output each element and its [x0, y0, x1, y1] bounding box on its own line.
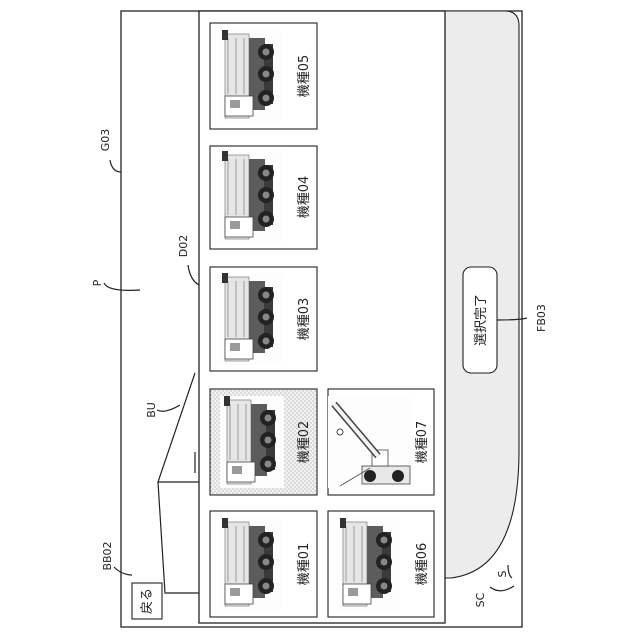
back-button[interactable]: 戻る [132, 583, 162, 619]
confirm-selection-button[interactable]: 選択完了 [463, 267, 497, 373]
svg-text:戻る: 戻る [140, 588, 155, 614]
model-card-06[interactable]: 機種06 [328, 511, 434, 617]
model-label: 機種05 [296, 55, 312, 98]
model-label: 機種04 [296, 176, 312, 219]
leader-d02 [188, 265, 199, 285]
leader-sc [490, 586, 514, 591]
model-card-01[interactable]: 機種01 [210, 511, 317, 617]
ref-label-d02: D02 [177, 235, 190, 257]
svg-text:選択完了: 選択完了 [474, 294, 489, 346]
model-label: 機種01 [296, 543, 312, 586]
ref-label-sc: SC [474, 592, 487, 607]
ref-label-bb02: BB02 [101, 541, 114, 570]
ref-label-g03: G03 [99, 129, 112, 152]
leader-p [104, 283, 140, 290]
perspective-line-lower [158, 482, 199, 593]
model-label: 機種07 [414, 421, 430, 464]
ref-label-bu: BU [145, 402, 158, 418]
leader-bb02 [114, 567, 132, 575]
leader-bu [157, 405, 180, 411]
ref-label-p: P [91, 279, 104, 286]
model-label: 機種02 [296, 421, 312, 464]
leader-g03 [110, 160, 121, 172]
model-card-07[interactable]: 機種07 [328, 389, 434, 495]
model-card-03[interactable]: 機種03 [210, 267, 317, 371]
model-card-04[interactable]: 機種04 [210, 146, 317, 249]
model-label: 機種06 [414, 543, 430, 586]
perspective-line-upper [158, 373, 199, 482]
model-label: 機種03 [296, 298, 312, 341]
ref-label-fb03: FB03 [535, 304, 548, 332]
model-card-05[interactable]: 機種05 [210, 23, 317, 129]
model-card-02-selected[interactable]: 機種02 [210, 389, 317, 495]
ref-label-s: S [496, 570, 509, 577]
